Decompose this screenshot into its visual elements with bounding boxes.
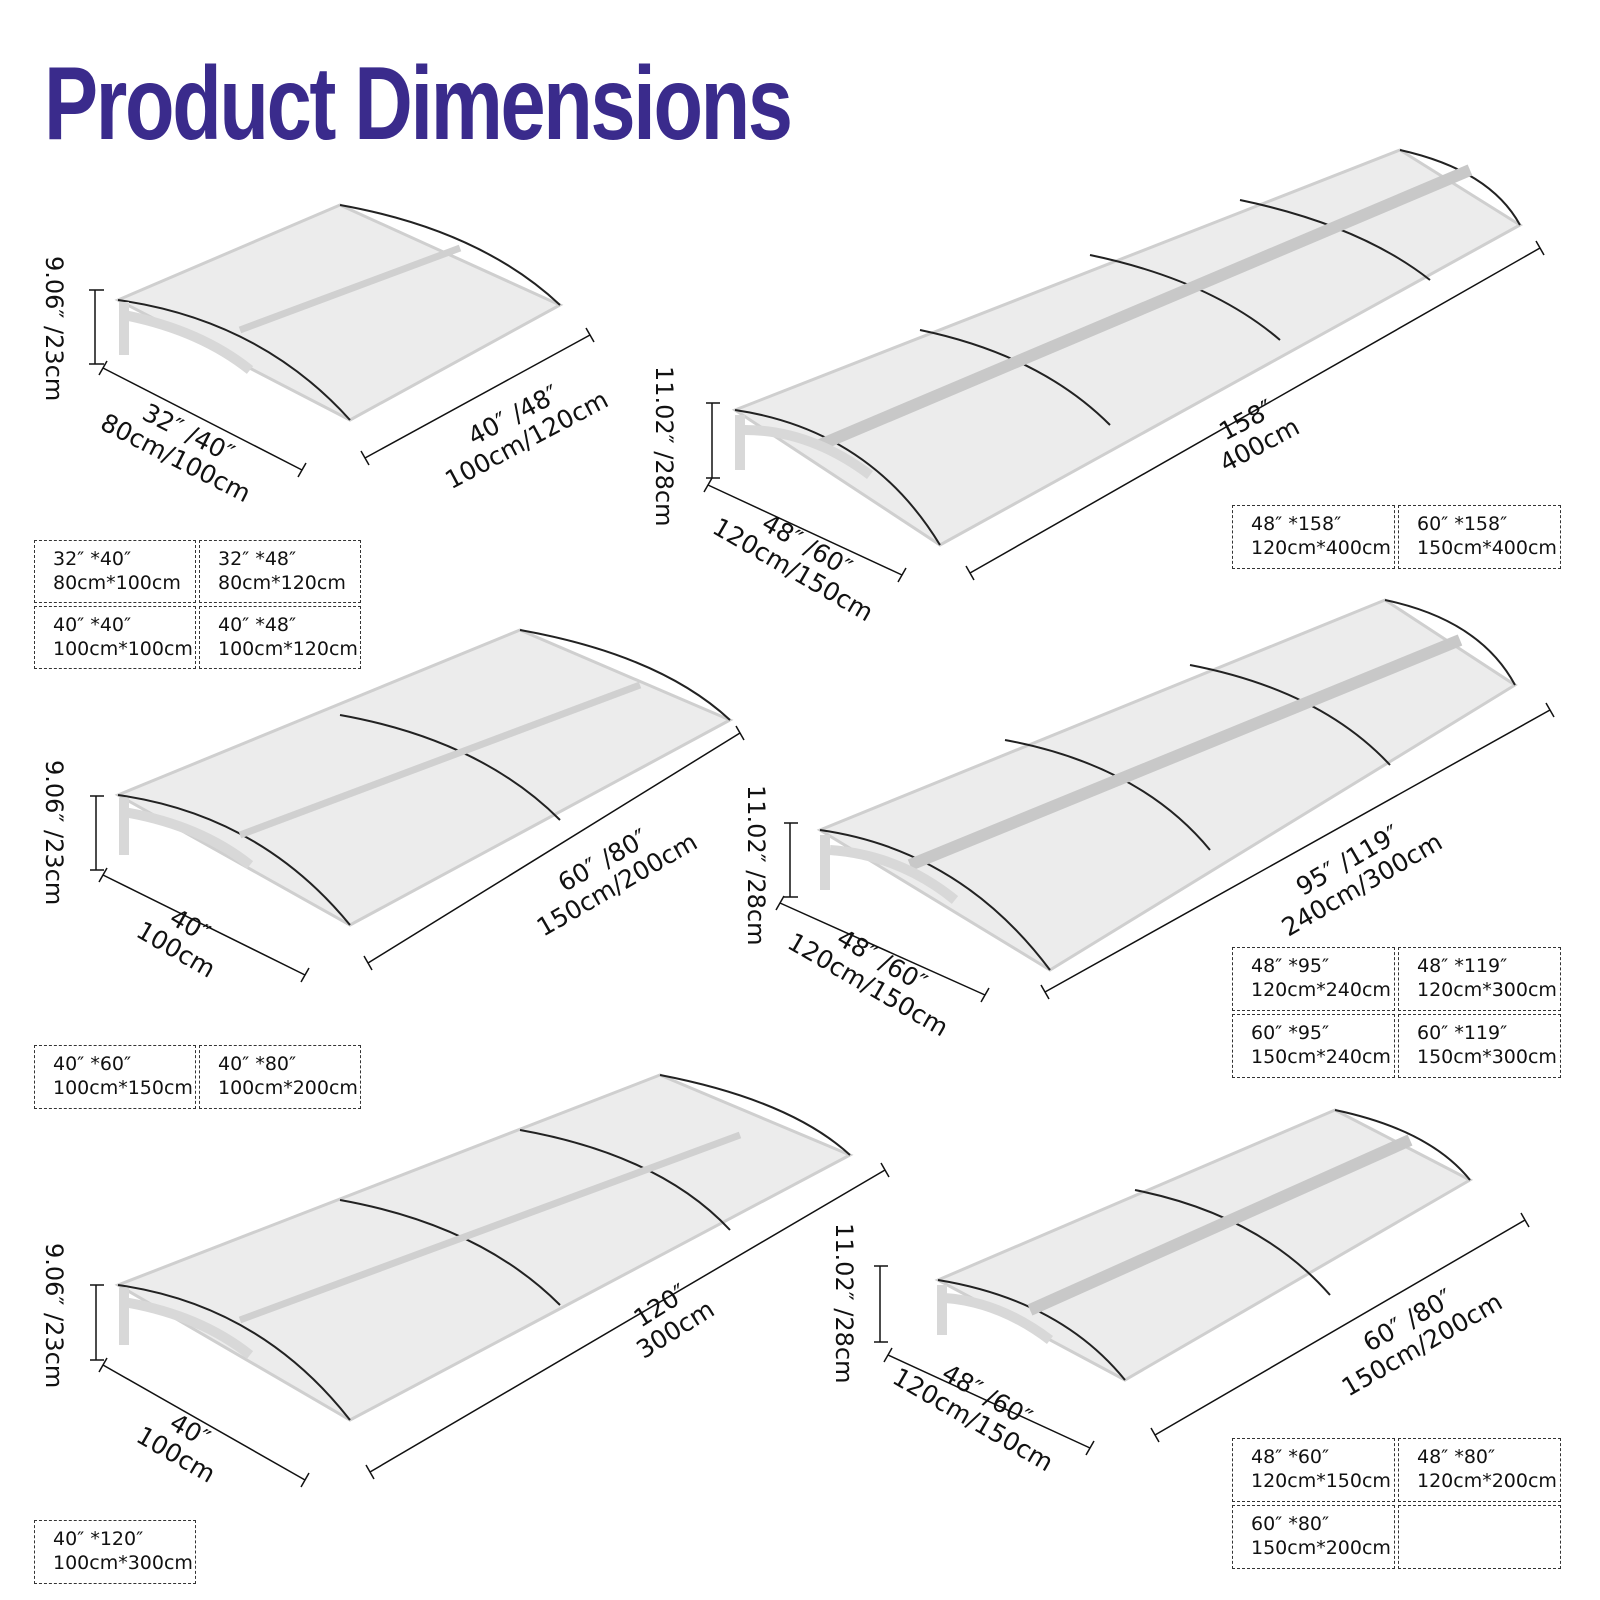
- height-label: 11.02″ /28cm: [830, 1223, 858, 1384]
- canopy-illustration: [90, 628, 745, 983]
- size-option: 48″ *158″120cm*400cm: [1232, 505, 1395, 569]
- size-option: 48″ *60″120cm*150cm: [1232, 1438, 1395, 1502]
- height-label: 9.06″ /23cm: [40, 760, 68, 906]
- size-option-empty: [1398, 1505, 1561, 1569]
- size-option: 40″ *40″100cm*100cm: [34, 606, 196, 669]
- size-options-two-panel-scroll: 48″ *60″120cm*150cm 48″ *80″120cm*200cm …: [1232, 1438, 1561, 1569]
- size-option: 60″ *119″150cm*300cm: [1398, 1014, 1561, 1078]
- size-options-four-panel-scroll: 48″ *158″120cm*400cm 60″ *158″150cm*400c…: [1232, 505, 1561, 569]
- canopy-drawing-three-panel-scroll: 11.02″ /28cm 48″ /60″120cm/150cm 95″ /11…: [740, 590, 1600, 1090]
- size-options-three-panel-scroll: 48″ *95″120cm*240cm 48″ *119″120cm*300cm…: [1232, 947, 1561, 1078]
- height-label: 9.06″ /23cm: [40, 256, 68, 402]
- height-label: 9.06″ /23cm: [40, 1243, 68, 1389]
- size-options-three-panel: 40″ *120″100cm*300cm: [34, 1520, 196, 1584]
- size-options-two-panel: 40″ *60″100cm*150cm 40″ *80″100cm*200cm: [34, 1045, 361, 1109]
- canopy-illustration: [775, 598, 1555, 1003]
- size-option: 40″ *48″100cm*120cm: [199, 606, 361, 669]
- size-option: 48″ *95″120cm*240cm: [1232, 947, 1395, 1011]
- size-option: 60″ *158″150cm*400cm: [1398, 505, 1561, 569]
- size-option: 32″ *40″80cm*100cm: [34, 540, 196, 603]
- canopy-illustration: [874, 1108, 1530, 1456]
- size-option: 32″ *48″80cm*120cm: [199, 540, 361, 603]
- canopy-drawing-two-panel: 9.06″ /23cm 40″100cm 60″ /80″150cm/200cm: [0, 620, 780, 1020]
- size-option: 60″ *95″150cm*240cm: [1232, 1014, 1395, 1078]
- canopy-illustration: [90, 1073, 890, 1488]
- size-option: 40″ *60″100cm*150cm: [34, 1045, 196, 1109]
- page-title: Product Dimensions: [44, 46, 793, 162]
- height-label: 11.02″ /28cm: [650, 366, 678, 527]
- size-option: 48″ *80″120cm*200cm: [1398, 1438, 1561, 1502]
- canopy-drawing-three-panel: 9.06″ /23cm 40″100cm 120″300cm: [0, 1060, 900, 1520]
- canopy-drawing-two-panel-scroll: 11.02″ /28cm 48″ /60″120cm/150cm 60″ /80…: [820, 1080, 1600, 1477]
- size-option: 60″ *80″150cm*200cm: [1232, 1505, 1395, 1569]
- height-label: 11.02″ /28cm: [742, 785, 770, 946]
- canopy-drawing-four-panel-scroll: 11.02″ /28cm 48″ /60″120cm/150cm 158″400…: [640, 130, 1600, 630]
- canopy-illustration: [703, 148, 1545, 583]
- size-options-single-panel: 32″ *40″80cm*100cm 32″ *48″80cm*120cm 40…: [34, 540, 361, 669]
- canopy-drawing-single-panel: 9.06″ /23cm 32″ /40″80cm/100cm 40″ /48″1…: [0, 0, 640, 540]
- size-option: 40″ *120″100cm*300cm: [34, 1520, 196, 1584]
- size-option: 40″ *80″100cm*200cm: [199, 1045, 361, 1109]
- canopy-illustration: [89, 203, 595, 478]
- size-option: 48″ *119″120cm*300cm: [1398, 947, 1561, 1011]
